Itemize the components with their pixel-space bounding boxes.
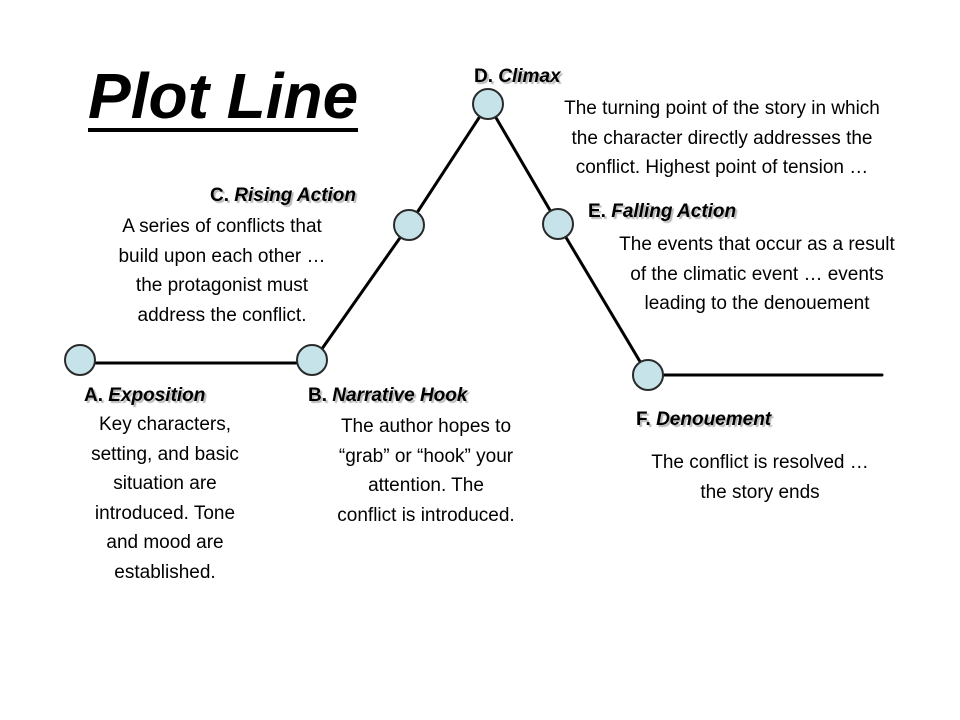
- falling-segment-upper: [486, 102, 560, 226]
- node-climax: [472, 88, 504, 120]
- narrative-hook-description-line: “grab” or “hook” your: [338, 445, 514, 467]
- falling-action-letter: E.: [588, 201, 606, 222]
- rising-action-description-line: build upon each other …: [118, 245, 326, 267]
- climax-description-line: conflict. Highest point of tension …: [575, 157, 869, 178]
- denouement-name: Denouement: [656, 409, 772, 430]
- narrative-hook-description: The author hopes to “grab” or “hook” you…: [296, 412, 556, 530]
- narrative-hook-description-line: attention. The: [368, 475, 484, 496]
- node-falling-action: [542, 208, 574, 240]
- plot-nodes: [64, 88, 664, 391]
- exposition-description: Key characters, setting, and basic situa…: [50, 410, 280, 587]
- falling-action-description: The events that occur as a result of the…: [574, 230, 940, 319]
- narrative-hook-letter: B.: [308, 385, 327, 406]
- rising-action-letter: C.: [210, 185, 229, 206]
- falling-action-description-line: of the climatic event … events: [630, 263, 884, 285]
- exposition-description-line: introduced. Tone: [94, 502, 236, 524]
- denouement-description-line: the story ends: [700, 481, 820, 503]
- exposition-letter: A.: [84, 385, 103, 406]
- rising-action-description-line: A series of conflicts that: [122, 216, 322, 237]
- denouement-letter: F.: [636, 409, 651, 430]
- narrative-hook-description-line: The author hopes to: [340, 416, 512, 437]
- rising-action-description-line: the protagonist must: [135, 275, 309, 296]
- exposition-heading: A. Exposition: [84, 386, 205, 405]
- exposition-description-line: Key characters,: [99, 414, 231, 435]
- climax-letter: D.: [474, 66, 493, 87]
- narrative-hook-description-line: conflict is introduced.: [337, 504, 515, 526]
- denouement-description-line: The conflict is resolved …: [651, 452, 869, 473]
- falling-action-description-line: The events that occur as a result: [619, 234, 895, 255]
- plot-line-path: [78, 102, 884, 377]
- page-title: Plot Line: [88, 60, 359, 132]
- climax-description-line: the character directly addresses the: [571, 127, 873, 149]
- rising-action-name: Rising Action: [234, 185, 357, 206]
- rising-action-description: A series of conflicts that build upon ea…: [72, 212, 372, 330]
- narrative-hook-heading: B. Narrative Hook: [308, 386, 467, 405]
- narrative-hook-name: Narrative Hook: [332, 385, 468, 406]
- falling-action-description-line: leading to the denouement: [644, 293, 870, 314]
- node-denouement: [632, 359, 664, 391]
- denouement-heading: F. Denouement: [636, 410, 771, 429]
- node-exposition: [64, 344, 96, 376]
- falling-action-name: Falling Action: [611, 201, 737, 222]
- exposition-description-line: situation are: [113, 473, 217, 494]
- denouement-description: The conflict is resolved … the story end…: [612, 448, 908, 507]
- exposition-description-line: setting, and basic: [91, 443, 239, 465]
- climax-description-line: The turning point of the story in which: [564, 98, 880, 119]
- falling-segment-lower: [556, 222, 650, 377]
- falling-action-heading: E. Falling Action: [588, 202, 736, 221]
- node-rising-action: [393, 209, 425, 241]
- climax-heading: D. Climax: [474, 67, 561, 86]
- rising-segment-lower: [310, 223, 411, 365]
- exposition-description-line: established.: [114, 561, 216, 583]
- rising-segment-upper: [407, 102, 490, 227]
- climax-description: The turning point of the story in which …: [512, 94, 932, 183]
- climax-name: Climax: [498, 66, 561, 87]
- exposition-name: Exposition: [108, 385, 206, 406]
- exposition-description-line: and mood are: [106, 532, 224, 553]
- rising-action-description-line: address the conflict.: [137, 304, 307, 326]
- node-narrative-hook: [296, 344, 328, 376]
- rising-action-heading: C. Rising Action: [210, 186, 356, 205]
